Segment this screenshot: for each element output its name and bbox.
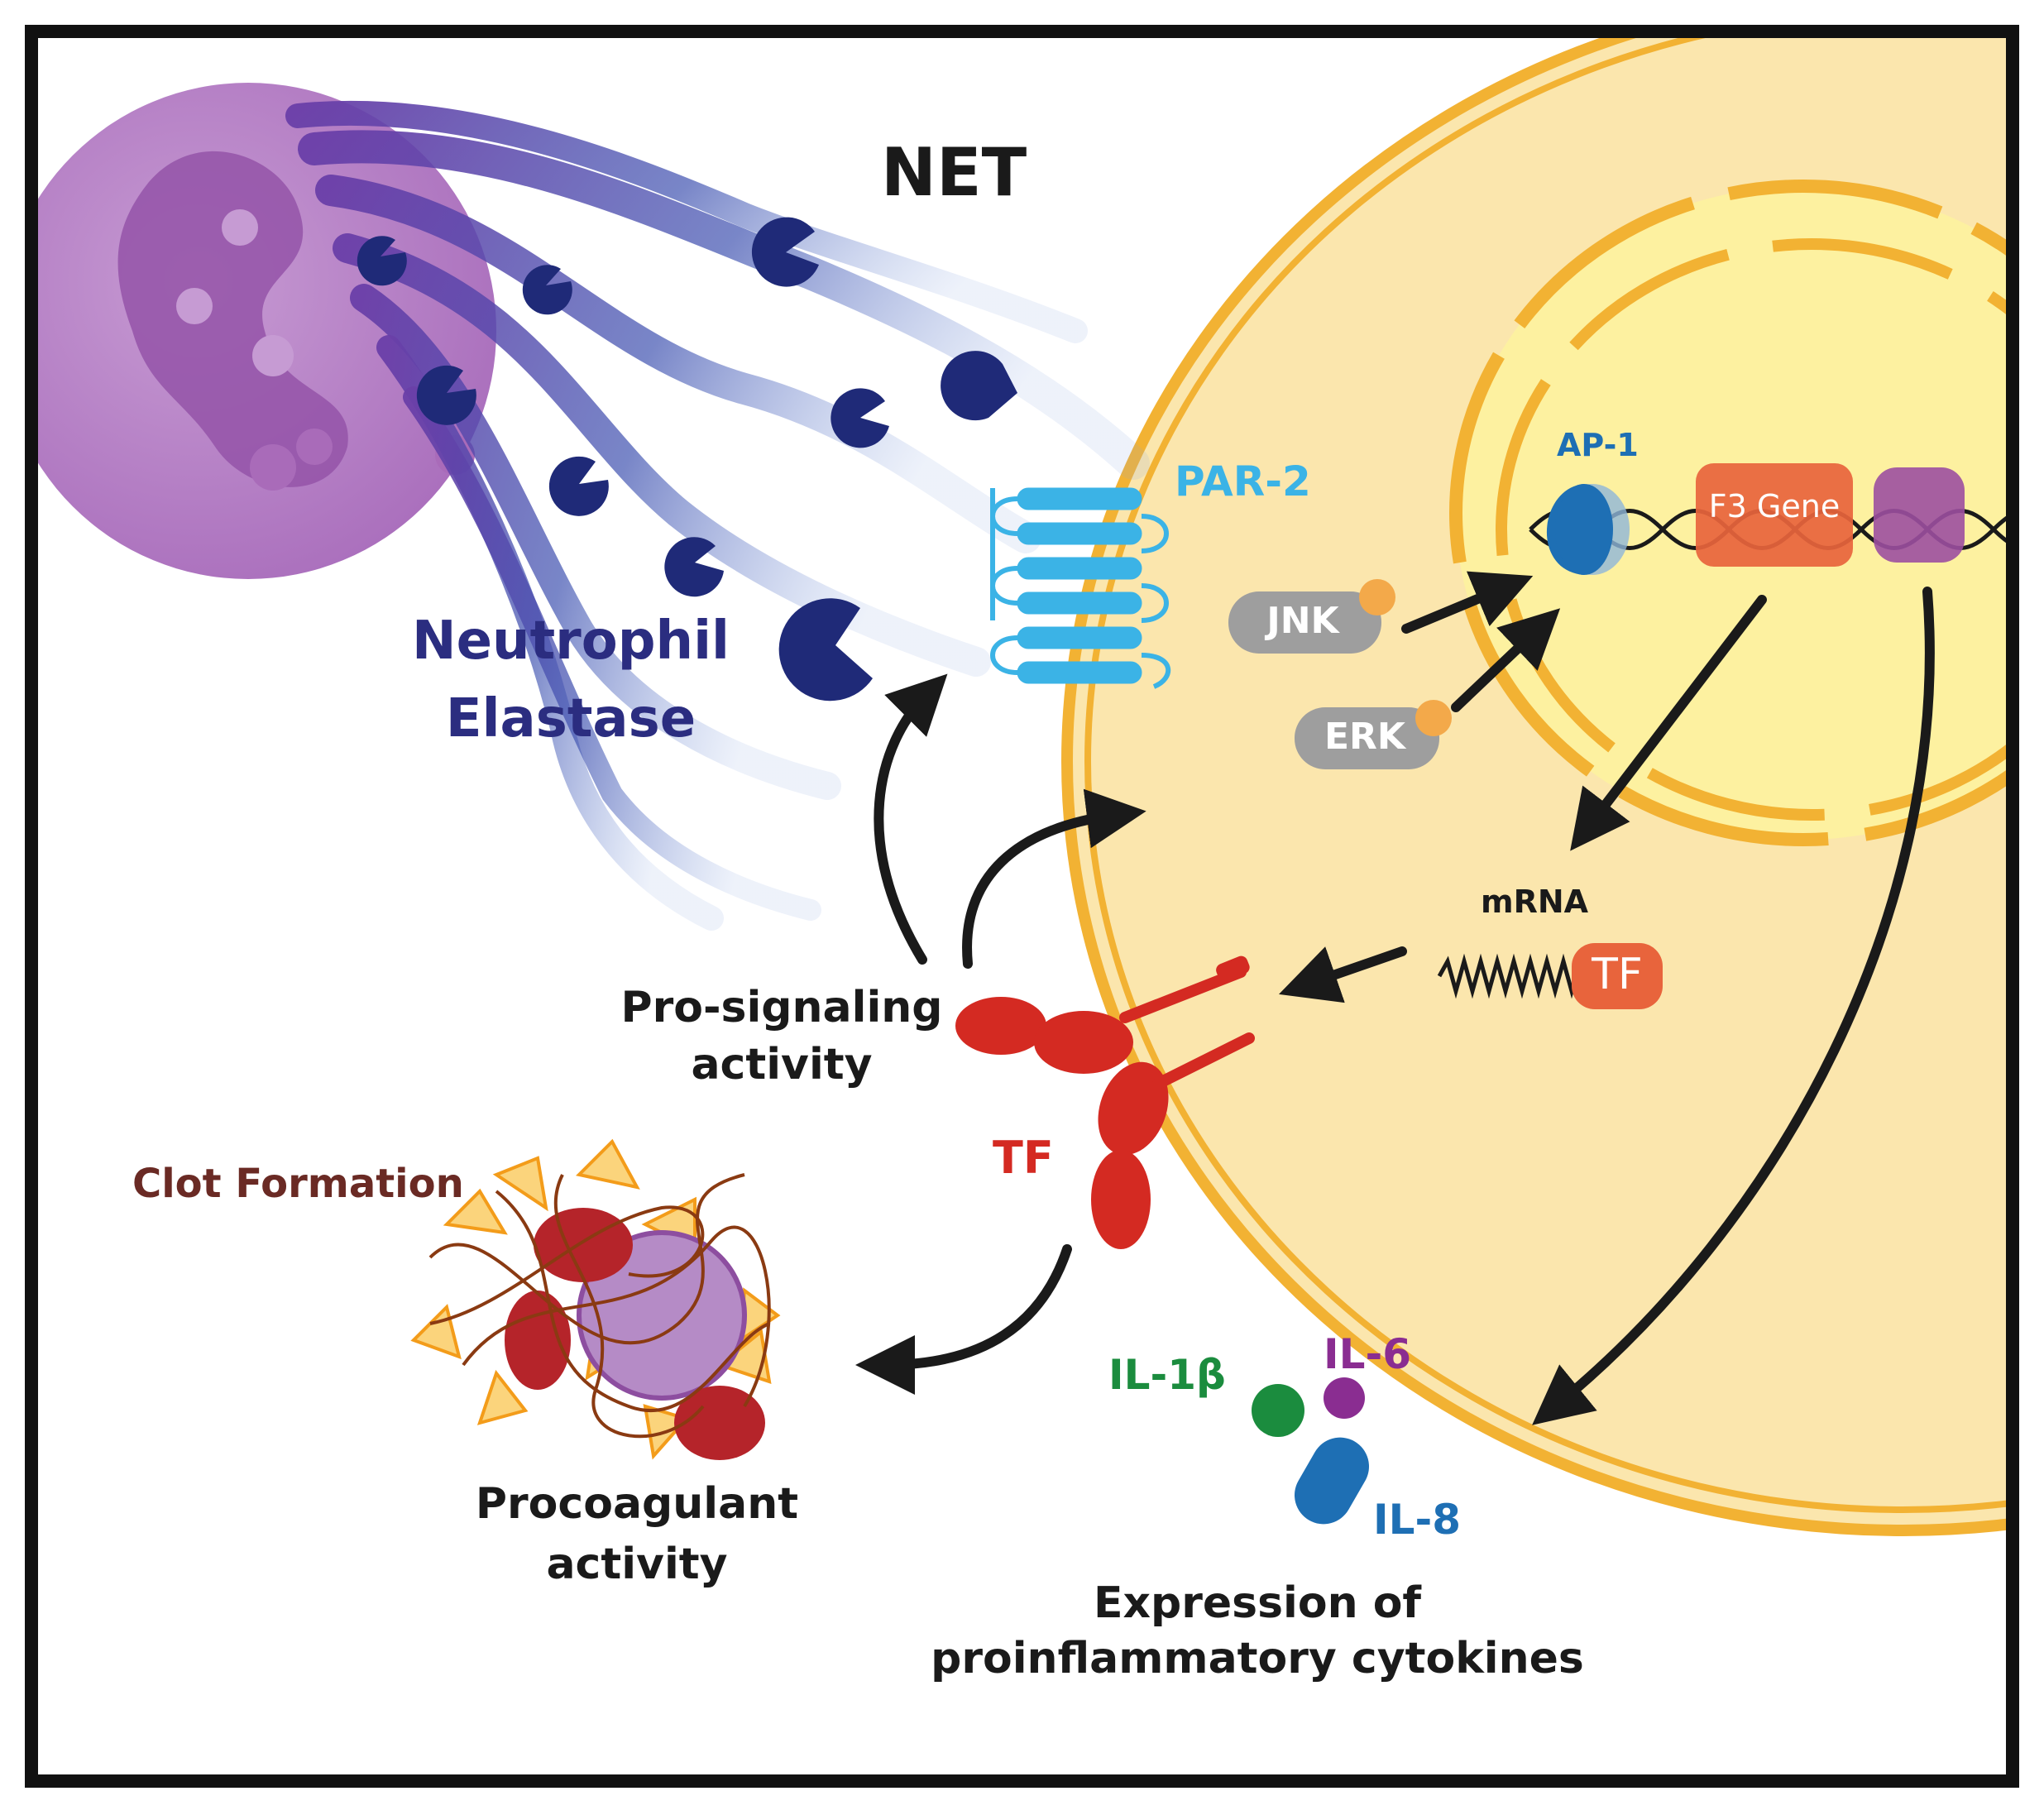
arrow-gene-to-cytokines bbox=[1532, 587, 1935, 1425]
tissue-factor bbox=[955, 955, 1255, 1249]
frame-border bbox=[25, 25, 2019, 1788]
granule bbox=[176, 288, 213, 324]
granule bbox=[252, 335, 294, 376]
tf-domain bbox=[1091, 1150, 1151, 1249]
arrow-to-cell bbox=[962, 788, 1146, 969]
tf-domain bbox=[955, 997, 1046, 1055]
arrow-tf-to-clot bbox=[855, 1244, 1072, 1395]
procoagulant-line2: activity bbox=[546, 1540, 728, 1590]
arrow-erk-to-ap1 bbox=[1451, 608, 1561, 712]
tf-label: TF bbox=[993, 1132, 1054, 1184]
il8-icon bbox=[1295, 1437, 1369, 1525]
pro-signaling-line2: activity bbox=[691, 1040, 873, 1090]
granule bbox=[222, 209, 258, 246]
pro-signaling-line1: Pro-signaling bbox=[620, 983, 943, 1032]
elastase-icon bbox=[522, 265, 572, 315]
neutrophil-elastase-line2: Elastase bbox=[445, 688, 696, 750]
neutrophil-nucleus bbox=[117, 151, 348, 487]
arrow-mrna-to-tf bbox=[1278, 946, 1407, 1003]
nuclear-envelope-outer bbox=[1449, 180, 2006, 846]
par2-label: PAR-2 bbox=[1175, 457, 1311, 505]
mrna-label: mRNA bbox=[1481, 884, 1589, 920]
cytokines-label: Expression of proinflammatory cytokines bbox=[926, 1578, 1588, 1684]
neutrophil-elastase-line1: Neutrophil bbox=[412, 611, 730, 672]
par2-receptor bbox=[990, 487, 1171, 689]
elastase-icon bbox=[548, 456, 609, 516]
il8-label: IL-8 bbox=[1373, 1496, 1462, 1544]
erk-kinase bbox=[1295, 707, 1439, 769]
jnk-kinase bbox=[1228, 591, 1381, 654]
cytokine-gene-box bbox=[1874, 467, 1965, 563]
clot-illustration bbox=[410, 1138, 781, 1460]
arrow-to-par2 bbox=[874, 673, 948, 965]
f3-gene-label: F3 Gene bbox=[1708, 488, 1841, 524]
net-label: NET bbox=[881, 134, 1027, 211]
cytokines-line1: Expression of bbox=[1093, 1578, 1422, 1628]
il1b-icon bbox=[1252, 1384, 1304, 1437]
jnk-label: JNK bbox=[1266, 600, 1339, 642]
procoagulant-label: Procoagulant activity bbox=[438, 1479, 835, 1590]
nuclear-envelope-inner bbox=[1496, 238, 2006, 821]
mrna-tf-box bbox=[1572, 943, 1663, 1009]
granule bbox=[296, 429, 333, 465]
elastase-group bbox=[357, 217, 1017, 702]
red-blood-cell bbox=[674, 1386, 765, 1460]
granule bbox=[250, 444, 296, 491]
elastase-icon bbox=[664, 537, 724, 597]
clot-formation-label: Clot Formation bbox=[132, 1161, 464, 1207]
ap1-label: AP-1 bbox=[1557, 427, 1639, 463]
erk-label: ERK bbox=[1324, 716, 1406, 758]
arrow-jnk-to-ap1 bbox=[1401, 571, 1534, 634]
cell-membrane-inner bbox=[1084, 37, 2006, 1513]
arrow-f3-to-mrna bbox=[1570, 595, 1767, 851]
neutrophil-elastase-label: Neutrophil Elastase bbox=[397, 612, 744, 749]
elastase-icon bbox=[751, 217, 819, 287]
cytokines-line2: proinflammatory cytokines bbox=[931, 1634, 1584, 1684]
elastase-icon bbox=[416, 365, 476, 425]
tf-domain bbox=[1098, 1061, 1169, 1156]
phosphate-icon bbox=[1359, 579, 1395, 615]
red-blood-cell bbox=[534, 1208, 633, 1282]
elastase-icon bbox=[831, 388, 889, 448]
f3-gene-box bbox=[1696, 463, 1853, 567]
il6-label: IL-6 bbox=[1324, 1330, 1412, 1378]
arrows bbox=[855, 571, 1935, 1425]
phosphate-icon bbox=[1415, 700, 1452, 736]
il6-icon bbox=[1324, 1377, 1365, 1419]
procoagulant-line1: Procoagulant bbox=[475, 1479, 799, 1529]
elastase-icon bbox=[778, 598, 873, 702]
mrna-tf-label: TF bbox=[1592, 950, 1643, 999]
pro-signaling-label: Pro-signaling activity bbox=[583, 984, 980, 1089]
elastase-icon bbox=[941, 351, 1017, 421]
il1b-label: IL-1β bbox=[1108, 1351, 1226, 1399]
elastase-icon bbox=[357, 236, 407, 286]
tf-domain bbox=[1034, 1011, 1133, 1074]
red-blood-cell bbox=[505, 1291, 571, 1390]
ap1-protein bbox=[1555, 484, 1613, 575]
